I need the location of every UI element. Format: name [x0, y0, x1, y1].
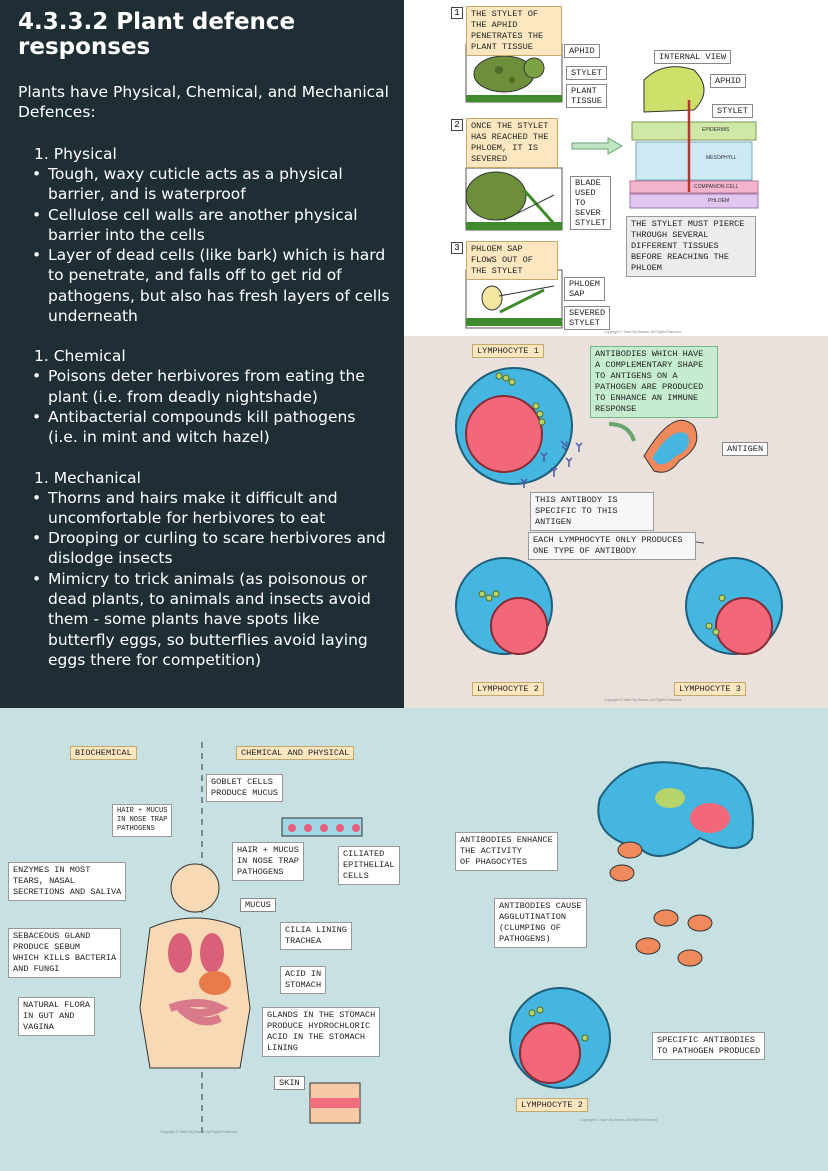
section-mechanical: 1. Mechanical Thorns and hairs make it d… [18, 468, 390, 671]
layer-epidermis: EPIDERMIS [702, 127, 730, 133]
step-number: 3 [451, 242, 463, 254]
lymphocyte3-label: LYMPHOCYTE 3 [674, 682, 746, 696]
page-title: 4.3.3.2 Plant defence responses [18, 9, 296, 60]
specific-antibodies-note: SPECIFIC ANTIBODIES TO PATHOGEN PRODUCED [652, 1032, 766, 1060]
step-number: 1 [451, 7, 463, 19]
natural-flora-note: NATURAL FLORA IN GUT AND VAGINA [18, 997, 96, 1036]
copyright: Copyright © Save My Exams. All Rights Re… [160, 1130, 238, 1134]
section-heading: 1. Mechanical [34, 468, 141, 487]
cilia-trachea-note: CILIA LINING TRACHEA [280, 922, 352, 950]
chemical-physical-heading: CHEMICAL AND PHYSICAL [236, 746, 355, 760]
internal-view-title: INTERNAL VIEW [654, 50, 732, 64]
pierce-note: THE STYLET MUST PIERCE THROUGH SEVERAL D… [626, 216, 756, 277]
layer-companion: COMPANION CELL [694, 184, 739, 190]
biochemical-heading: BIOCHEMICAL [70, 746, 137, 760]
aphid-diagram: 1 THE STYLET OF THE APHID PENETRATES THE… [404, 0, 828, 336]
bullet-item: Drooping or curling to scare herbivores … [18, 528, 390, 569]
mucus-label: MUCUS [240, 898, 276, 912]
step1-note: THE STYLET OF THE APHID PENETRATES THE P… [466, 6, 562, 56]
copyright: Copyright © Save My Exams. All Rights Re… [580, 1118, 658, 1122]
bullet-item: Layer of dead cells (like bark) which is… [18, 245, 390, 326]
specific-note: THIS ANTIBODY IS SPECIFIC TO THIS ANTIGE… [530, 492, 654, 531]
label-stylet: STYLET [566, 66, 607, 80]
iv-label-stylet: STYLET [712, 104, 753, 118]
enhance-phagocytes-note: ANTIBODIES ENHANCE THE ACTIVITY OF PHAGO… [455, 832, 558, 871]
lymphocyte2-bottom-label: LYMPHOCYTE 2 [516, 1098, 588, 1112]
label-blade: BLADE USED TO SEVER STYLET [570, 176, 611, 230]
lymphocyte2-label: LYMPHOCYTE 2 [472, 682, 544, 696]
bullet-item: Poisons deter herbivores from eating the… [18, 366, 390, 407]
step3-note: PHLOEM SAP FLOWS OUT OF THE STYLET [466, 241, 558, 280]
section-heading: 1. Chemical [34, 347, 126, 366]
iv-label-aphid: APHID [710, 74, 746, 88]
step-number: 2 [451, 119, 463, 131]
sebaceous-note: SEBACEOUS GLAND PRODUCE SEBUM WHICH KILL… [8, 928, 122, 978]
agglutination-note: ANTIBODIES CAUSE AGGLUTINATION (CLUMPING… [494, 898, 587, 948]
aphid-illustration [465, 43, 759, 329]
layer-phloem: PHLOEM [708, 198, 730, 204]
body-diagram: BIOCHEMICAL CHEMICAL AND PHYSICAL GOBLET… [0, 708, 828, 1171]
one-type-note: EACH LYMPHOCYTE ONLY PRODUCES ONE TYPE O… [528, 532, 696, 560]
section-physical: 1. Physical Tough, waxy cuticle acts as … [18, 144, 390, 326]
step2-note: ONCE THE STYLET HAS REACHED THE PHLOEM, … [466, 118, 558, 168]
text-panel: 4.3.3.2 Plant defence responses Plants h… [0, 0, 404, 708]
intro-text: Plants have Physical, Chemical, and Mech… [18, 83, 389, 121]
label-severed-stylet: SEVERED STYLET [564, 306, 611, 330]
glands-note: GLANDS IN THE STOMACH PRODUCE HYDROCHLOR… [262, 1007, 381, 1057]
section-chemical: 1. Chemical Poisons deter herbivores fro… [18, 346, 390, 447]
body-illustration [139, 742, 754, 1138]
hair-mucus-note: HAIR + MUCUS IN NOSE TRAP PATHOGENS [232, 842, 304, 881]
antigen-label: ANTIGEN [722, 442, 769, 456]
bullet-item: Thorns and hairs make it difficult and u… [18, 488, 390, 529]
layer-mesophyll: MESOPHYLL [706, 155, 737, 161]
ciliated-note: CILIATED EPITHELIAL CELLS [338, 846, 400, 885]
acid-stomach-note: ACID IN STOMACH [280, 966, 327, 994]
section-heading: 1. Physical [34, 145, 117, 163]
label-plant-tissue: PLANT TISSUE [566, 84, 607, 108]
label-phloem-sap: PHLOEM SAP [564, 277, 605, 301]
enzymes-note: ENZYMES IN MOST TEARS, NASAL SECRETIONS … [8, 862, 127, 901]
lymphocyte-diagram: LYMPHOCYTE 1 ANTIBODIES WHICH HAVE A COM… [404, 336, 828, 708]
antibodies-note: ANTIBODIES WHICH HAVE A COMPLEMENTARY SH… [590, 346, 718, 418]
goblet-note: GOBLET CELLS PRODUCE MUCUS [206, 774, 284, 802]
lymphocyte1-label: LYMPHOCYTE 1 [472, 344, 544, 358]
label-aphid: APHID [564, 44, 600, 58]
bullet-item: Mimicry to trick animals (as poisonous o… [18, 569, 390, 670]
bullet-item: Tough, waxy cuticle acts as a physical b… [18, 164, 390, 205]
skin-label: SKIN [274, 1076, 305, 1090]
copyright: Copyright © Save My Exams. All Rights Re… [604, 698, 682, 702]
copyright: Copyright © Save My Exams. All Rights Re… [604, 330, 682, 334]
bullet-item: Antibacterial compounds kill pathogens (… [18, 407, 390, 448]
hair-mucus-small-note: HAIR + MUCUS IN NOSE TRAP PATHOGENS [112, 804, 173, 837]
bullet-item: Cellulose cell walls are another physica… [18, 205, 390, 246]
